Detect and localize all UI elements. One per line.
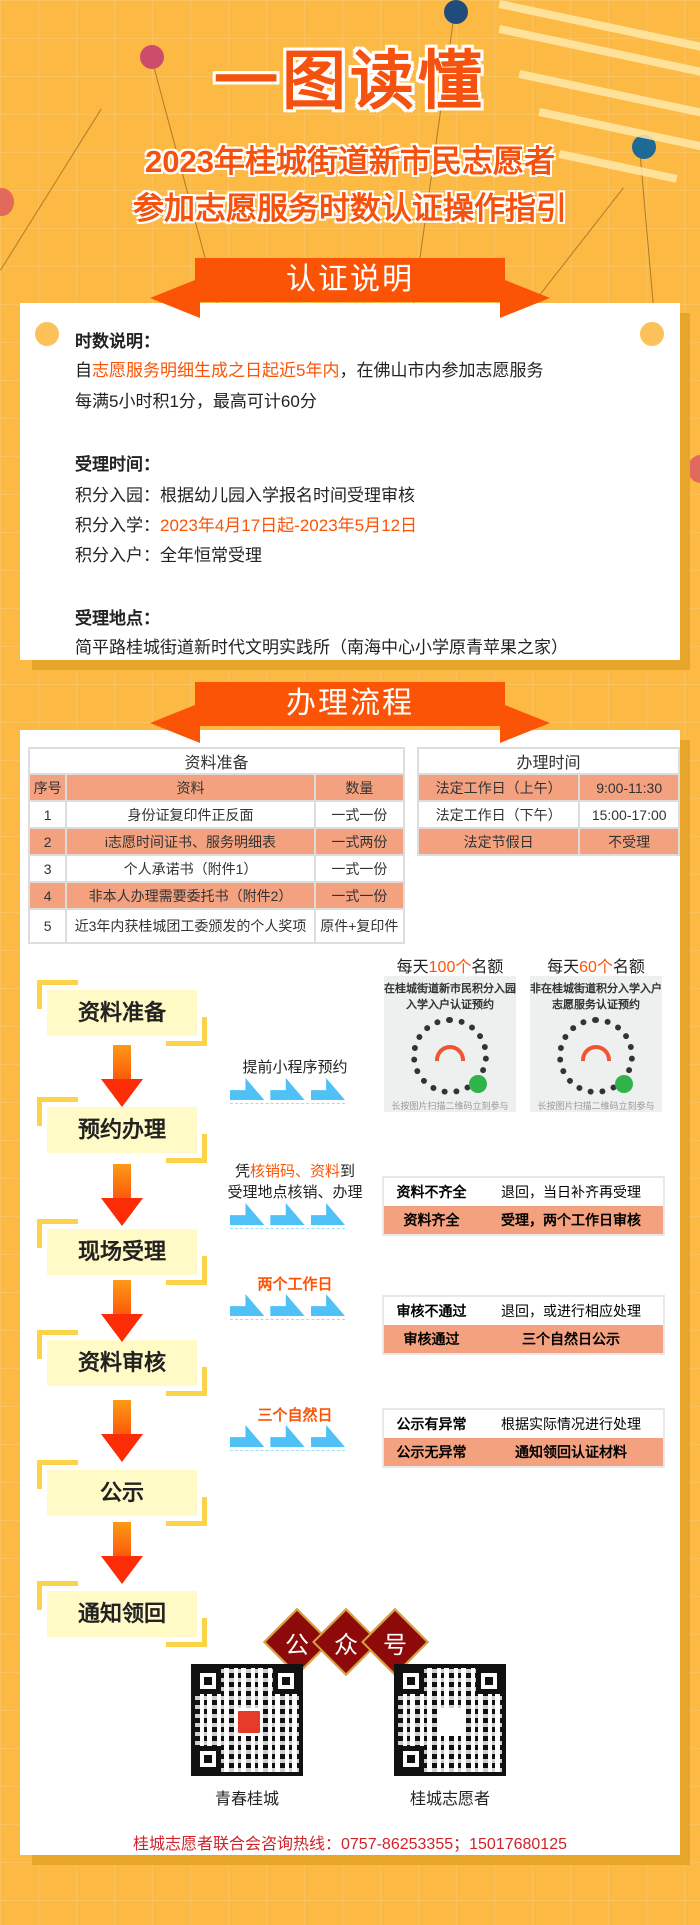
official-accounts-char: 公 — [285, 1632, 309, 1659]
hours-rule-line2: 每满5小时积1分，最高可计60分 — [75, 392, 317, 411]
mini-program-qr-card[interactable]: 非在桂城街道积分入学入户志愿服务认证预约 长按图片扫描二维码立刻参与 — [530, 976, 662, 1112]
quota-label: 每天60个名额 — [547, 959, 645, 976]
time-school: 积分入学：2023年4月17日起-2023年5月12日 — [75, 516, 418, 535]
note-reserve: 提前小程序预约 — [242, 1059, 348, 1076]
time-household: 积分入户：全年恒常受理 — [75, 546, 262, 565]
qr-code-icon[interactable] — [191, 1664, 303, 1776]
quota-label: 每天100个名额 — [396, 959, 504, 976]
mini-program-code-icon — [557, 1017, 635, 1095]
down-arrow-icon — [101, 1164, 143, 1226]
chevron-arrows-icon — [230, 1203, 345, 1229]
note-verify-line2: 受理地点核销、办理 — [227, 1184, 363, 1201]
page-title-line1: 2023年桂城街道新市民志愿者 — [145, 144, 555, 179]
step-onsite: 现场受理 — [37, 1219, 207, 1285]
step-reserve: 预约办理 — [37, 1097, 207, 1163]
time-label: 受理时间： — [75, 455, 160, 474]
chevron-arrows-icon — [230, 1294, 345, 1320]
hours-label: 时数说明： — [75, 332, 160, 351]
outcome-box-materials: 资料不齐全退回，当日补齐再受理 资料齐全受理，两个工作日审核 — [384, 1178, 663, 1234]
official-accounts-char: 众 — [334, 1632, 358, 1659]
down-arrow-icon — [101, 1280, 143, 1342]
outcome-box-publicity: 公示有异常根据实际情况进行处理 公示无异常通知领回认证材料 — [384, 1410, 663, 1466]
place-label: 受理地点： — [75, 609, 160, 628]
chevron-arrows-icon — [230, 1425, 345, 1451]
page-title-line2: 参加志愿服务时数认证操作指引 — [133, 191, 567, 226]
note-two-days: 两个工作日 — [257, 1276, 333, 1293]
time-kindergarten: 积分入园：根据幼儿园入学报名时间受理审核 — [75, 486, 415, 505]
section-banner-process: 办理流程 — [195, 682, 505, 726]
section-banner-certification: 认证说明 — [195, 258, 505, 302]
mini-program-qr-card[interactable]: 在桂城街道新市民积分入园入学入户认证预约 长按图片扫描二维码立刻参与 — [384, 976, 516, 1112]
note-three-days: 三个自然日 — [257, 1407, 333, 1424]
step-review: 资料审核 — [37, 1330, 207, 1396]
down-arrow-icon — [101, 1045, 143, 1107]
step-publicity: 公示 — [37, 1460, 207, 1526]
account-name: 青春桂城 — [214, 1791, 279, 1808]
place-address: 简平路桂城街道新时代文明实践所（南海中心小学原青苹果之家） — [75, 638, 568, 657]
table-row: 法定工作日（上午）9:00-11:30 — [416, 773, 680, 802]
mini-program-code-icon — [411, 1017, 489, 1095]
down-arrow-icon — [101, 1522, 143, 1584]
step-collect: 通知领回 — [37, 1581, 207, 1647]
account-name: 桂城志愿者 — [409, 1791, 490, 1808]
note-verify: 凭核销码、资料到 — [234, 1163, 356, 1180]
hours-table: 办理时间 法定工作日（上午）9:00-11:30 法定工作日（下午）15:00-… — [416, 747, 680, 856]
table-row: 法定节假日不受理 — [416, 827, 680, 856]
page-kicker: 一图读懂 — [214, 45, 486, 117]
qr-code-icon[interactable] — [394, 1664, 506, 1776]
official-accounts-char: 号 — [383, 1632, 407, 1659]
hotline: 桂城志愿者联合会咨询热线：0757-86253355；15017680125 — [133, 1836, 567, 1853]
down-arrow-icon — [101, 1400, 143, 1462]
outcome-box-review: 审核不通过退回，或进行相应处理 审核通过三个自然日公示 — [384, 1297, 663, 1353]
table-row: 法定工作日（下午）15:00-17:00 — [416, 800, 680, 829]
hours-rule: 自志愿服务明细生成之日起近5年内，在佛山市内参加志愿服务 — [75, 361, 544, 380]
chevron-arrows-icon — [230, 1078, 345, 1104]
certification-card — [20, 303, 680, 660]
step-prepare: 资料准备 — [37, 980, 207, 1046]
